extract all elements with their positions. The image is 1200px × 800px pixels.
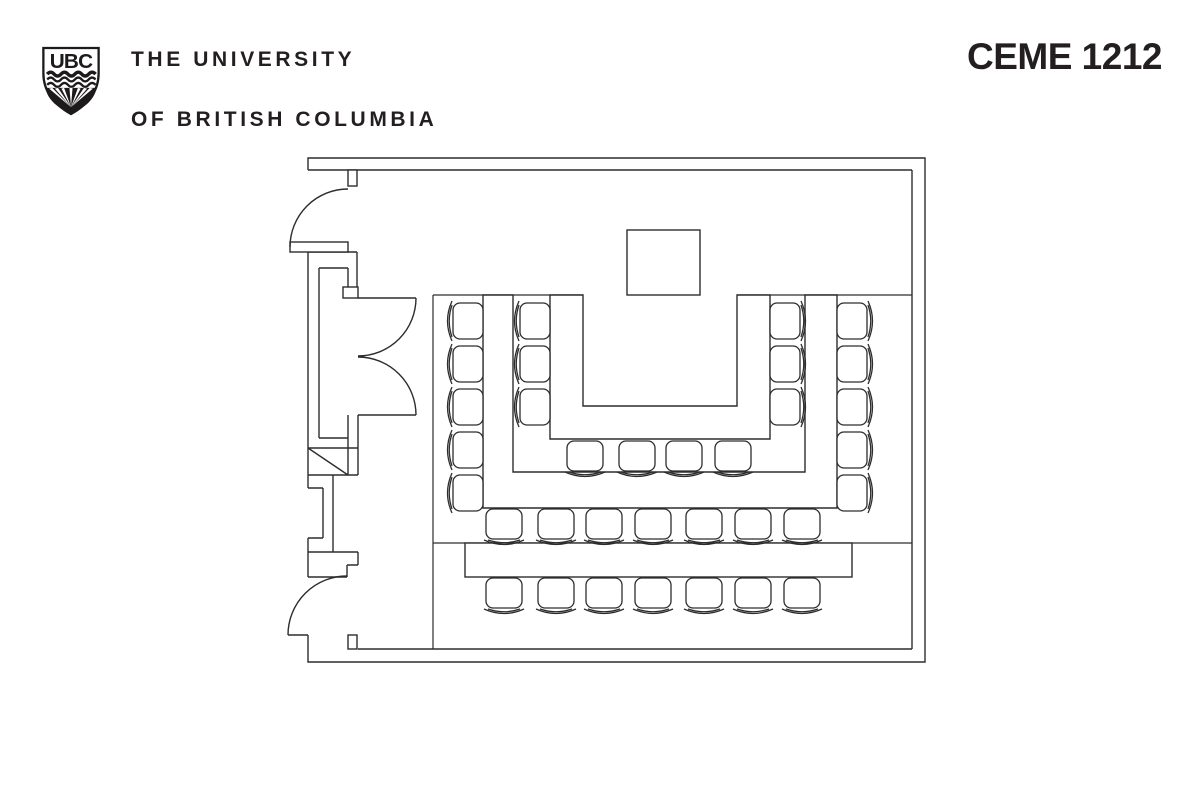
- crest-rays-icon: [45, 87, 97, 114]
- door-middle-left: [342, 286, 417, 416]
- chair: [769, 386, 807, 428]
- chair: [769, 343, 807, 385]
- chair: [513, 386, 551, 428]
- chair: [683, 577, 725, 615]
- chair: [632, 577, 674, 615]
- chair: [446, 386, 484, 428]
- chair: [836, 472, 874, 514]
- door-swing-arc: [357, 356, 417, 416]
- door-jamb: [342, 286, 359, 299]
- door-swing-arc: [289, 188, 349, 248]
- rear-table-chairs: [483, 577, 823, 615]
- outer-u-bottom-chairs: [483, 508, 823, 546]
- door-top-left: [289, 169, 358, 253]
- inner-u-right-chairs: [769, 300, 807, 428]
- chair: [836, 300, 874, 342]
- inner-u-left-chairs: [513, 300, 551, 428]
- door-leaf: [289, 241, 349, 253]
- chair: [535, 577, 577, 615]
- ubc-logo: UBC: [42, 46, 100, 116]
- door-jamb: [347, 169, 358, 187]
- chair: [446, 300, 484, 342]
- shield-outline: [42, 46, 100, 116]
- tables: [464, 229, 853, 578]
- outer-u-table: [482, 294, 838, 509]
- logo-text: UBC: [50, 50, 93, 73]
- chair: [781, 508, 823, 546]
- chair: [513, 343, 551, 385]
- chair: [683, 508, 725, 546]
- presenter-table: [626, 229, 701, 296]
- door-swing-arc: [287, 575, 348, 636]
- chair: [583, 508, 625, 546]
- chair: [712, 440, 754, 478]
- chair: [632, 508, 674, 546]
- outer-u-left-chairs: [446, 300, 484, 514]
- chair: [446, 343, 484, 385]
- chair: [535, 508, 577, 546]
- chair: [732, 577, 774, 615]
- chair: [663, 440, 705, 478]
- rear-table: [464, 542, 853, 578]
- chair: [781, 577, 823, 615]
- inner-u-bottom-chairs: [564, 440, 754, 478]
- chair: [836, 429, 874, 471]
- university-name-line2: OF BRITISH COLUMBIA: [131, 108, 438, 131]
- chair: [769, 300, 807, 342]
- chair: [583, 577, 625, 615]
- chair: [836, 386, 874, 428]
- chair: [836, 343, 874, 385]
- door-leaves: [358, 297, 416, 416]
- university-name-line1: THE UNIVERSITY: [131, 48, 356, 71]
- room-label: CEME 1212: [967, 36, 1163, 77]
- chair: [564, 440, 606, 478]
- chair: [483, 508, 525, 546]
- chair: [732, 508, 774, 546]
- chair: [446, 472, 484, 514]
- crest-waves-icon: [45, 70, 97, 88]
- chair: [446, 429, 484, 471]
- door-bottom-left: [287, 575, 358, 650]
- inner-u-table: [549, 294, 771, 440]
- door-swing-arc: [357, 297, 417, 357]
- university-name: THE UNIVERSITY OF BRITISH COLUMBIA: [131, 45, 437, 135]
- chair: [616, 440, 658, 478]
- outer-u-right-chairs: [836, 300, 874, 514]
- chair: [483, 577, 525, 615]
- door-jamb: [347, 634, 358, 650]
- chair: [513, 300, 551, 342]
